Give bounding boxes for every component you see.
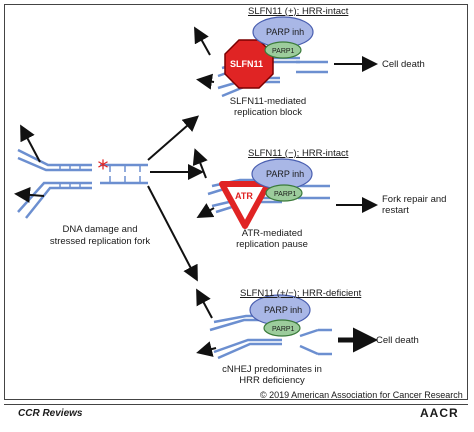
bottom-caption-line1: cNHEJ predominates in bbox=[222, 364, 322, 375]
middle-panel-header: SLFN11 (−); HRR-intact bbox=[248, 148, 349, 159]
middle-parp1-label: PARP1 bbox=[274, 191, 297, 198]
left-caption-line1: DNA damage and bbox=[62, 224, 138, 235]
top-caption-line2: replication block bbox=[233, 107, 303, 118]
top-parp-inh-label: PARP inh bbox=[266, 27, 305, 37]
bottom-outcome: Cell death bbox=[376, 335, 419, 346]
figure-frame bbox=[4, 4, 468, 400]
copyright-notice: © 2019 American Association for Cancer R… bbox=[260, 390, 463, 400]
top-parp1-label: PARP1 bbox=[272, 48, 295, 55]
bottom-panel-header: SLFN11 (+/−); HRR-deficient bbox=[240, 288, 362, 299]
bottom-parp-inh-label: PARP inh bbox=[264, 305, 303, 315]
branch-arrow-top bbox=[147, 115, 200, 161]
footer-divider bbox=[4, 404, 468, 405]
slfn11-stop-sign-icon bbox=[224, 39, 274, 89]
top-caption-line1: SLFN11-mediated bbox=[229, 96, 307, 107]
aacr-logo: AACR bbox=[420, 406, 459, 420]
middle-atr-label: ATR bbox=[235, 191, 253, 201]
left-fork bbox=[14, 124, 148, 219]
middle-caption-line1: ATR-mediated bbox=[241, 228, 303, 239]
parp1-shape bbox=[264, 41, 302, 59]
damage-asterisk-icon: * bbox=[98, 157, 109, 182]
bottom-caption-line2: HRR deficiency bbox=[239, 375, 305, 386]
journal-label: CCR Reviews bbox=[18, 408, 83, 419]
middle-parp-inh-label: PARP inh bbox=[266, 169, 305, 179]
parp1-shape bbox=[263, 319, 301, 337]
middle-outcome-line2: restart bbox=[382, 205, 409, 216]
top-outcome: Cell death bbox=[382, 59, 425, 70]
middle-caption-line2: replication pause bbox=[236, 239, 308, 250]
bottom-parp1-label: PARP1 bbox=[272, 326, 295, 333]
atr-yield-sign-icon bbox=[219, 181, 271, 229]
middle-outcome-line1: Fork repair and bbox=[382, 194, 447, 205]
top-slfn11-label: SLFN11 bbox=[230, 59, 264, 69]
branch-arrow-bottom bbox=[147, 185, 198, 282]
left-caption-line2: stressed replication fork bbox=[49, 236, 151, 247]
parp1-shape bbox=[265, 184, 303, 202]
top-panel-header: SLFN11 (+); HRR-intact bbox=[248, 6, 349, 17]
